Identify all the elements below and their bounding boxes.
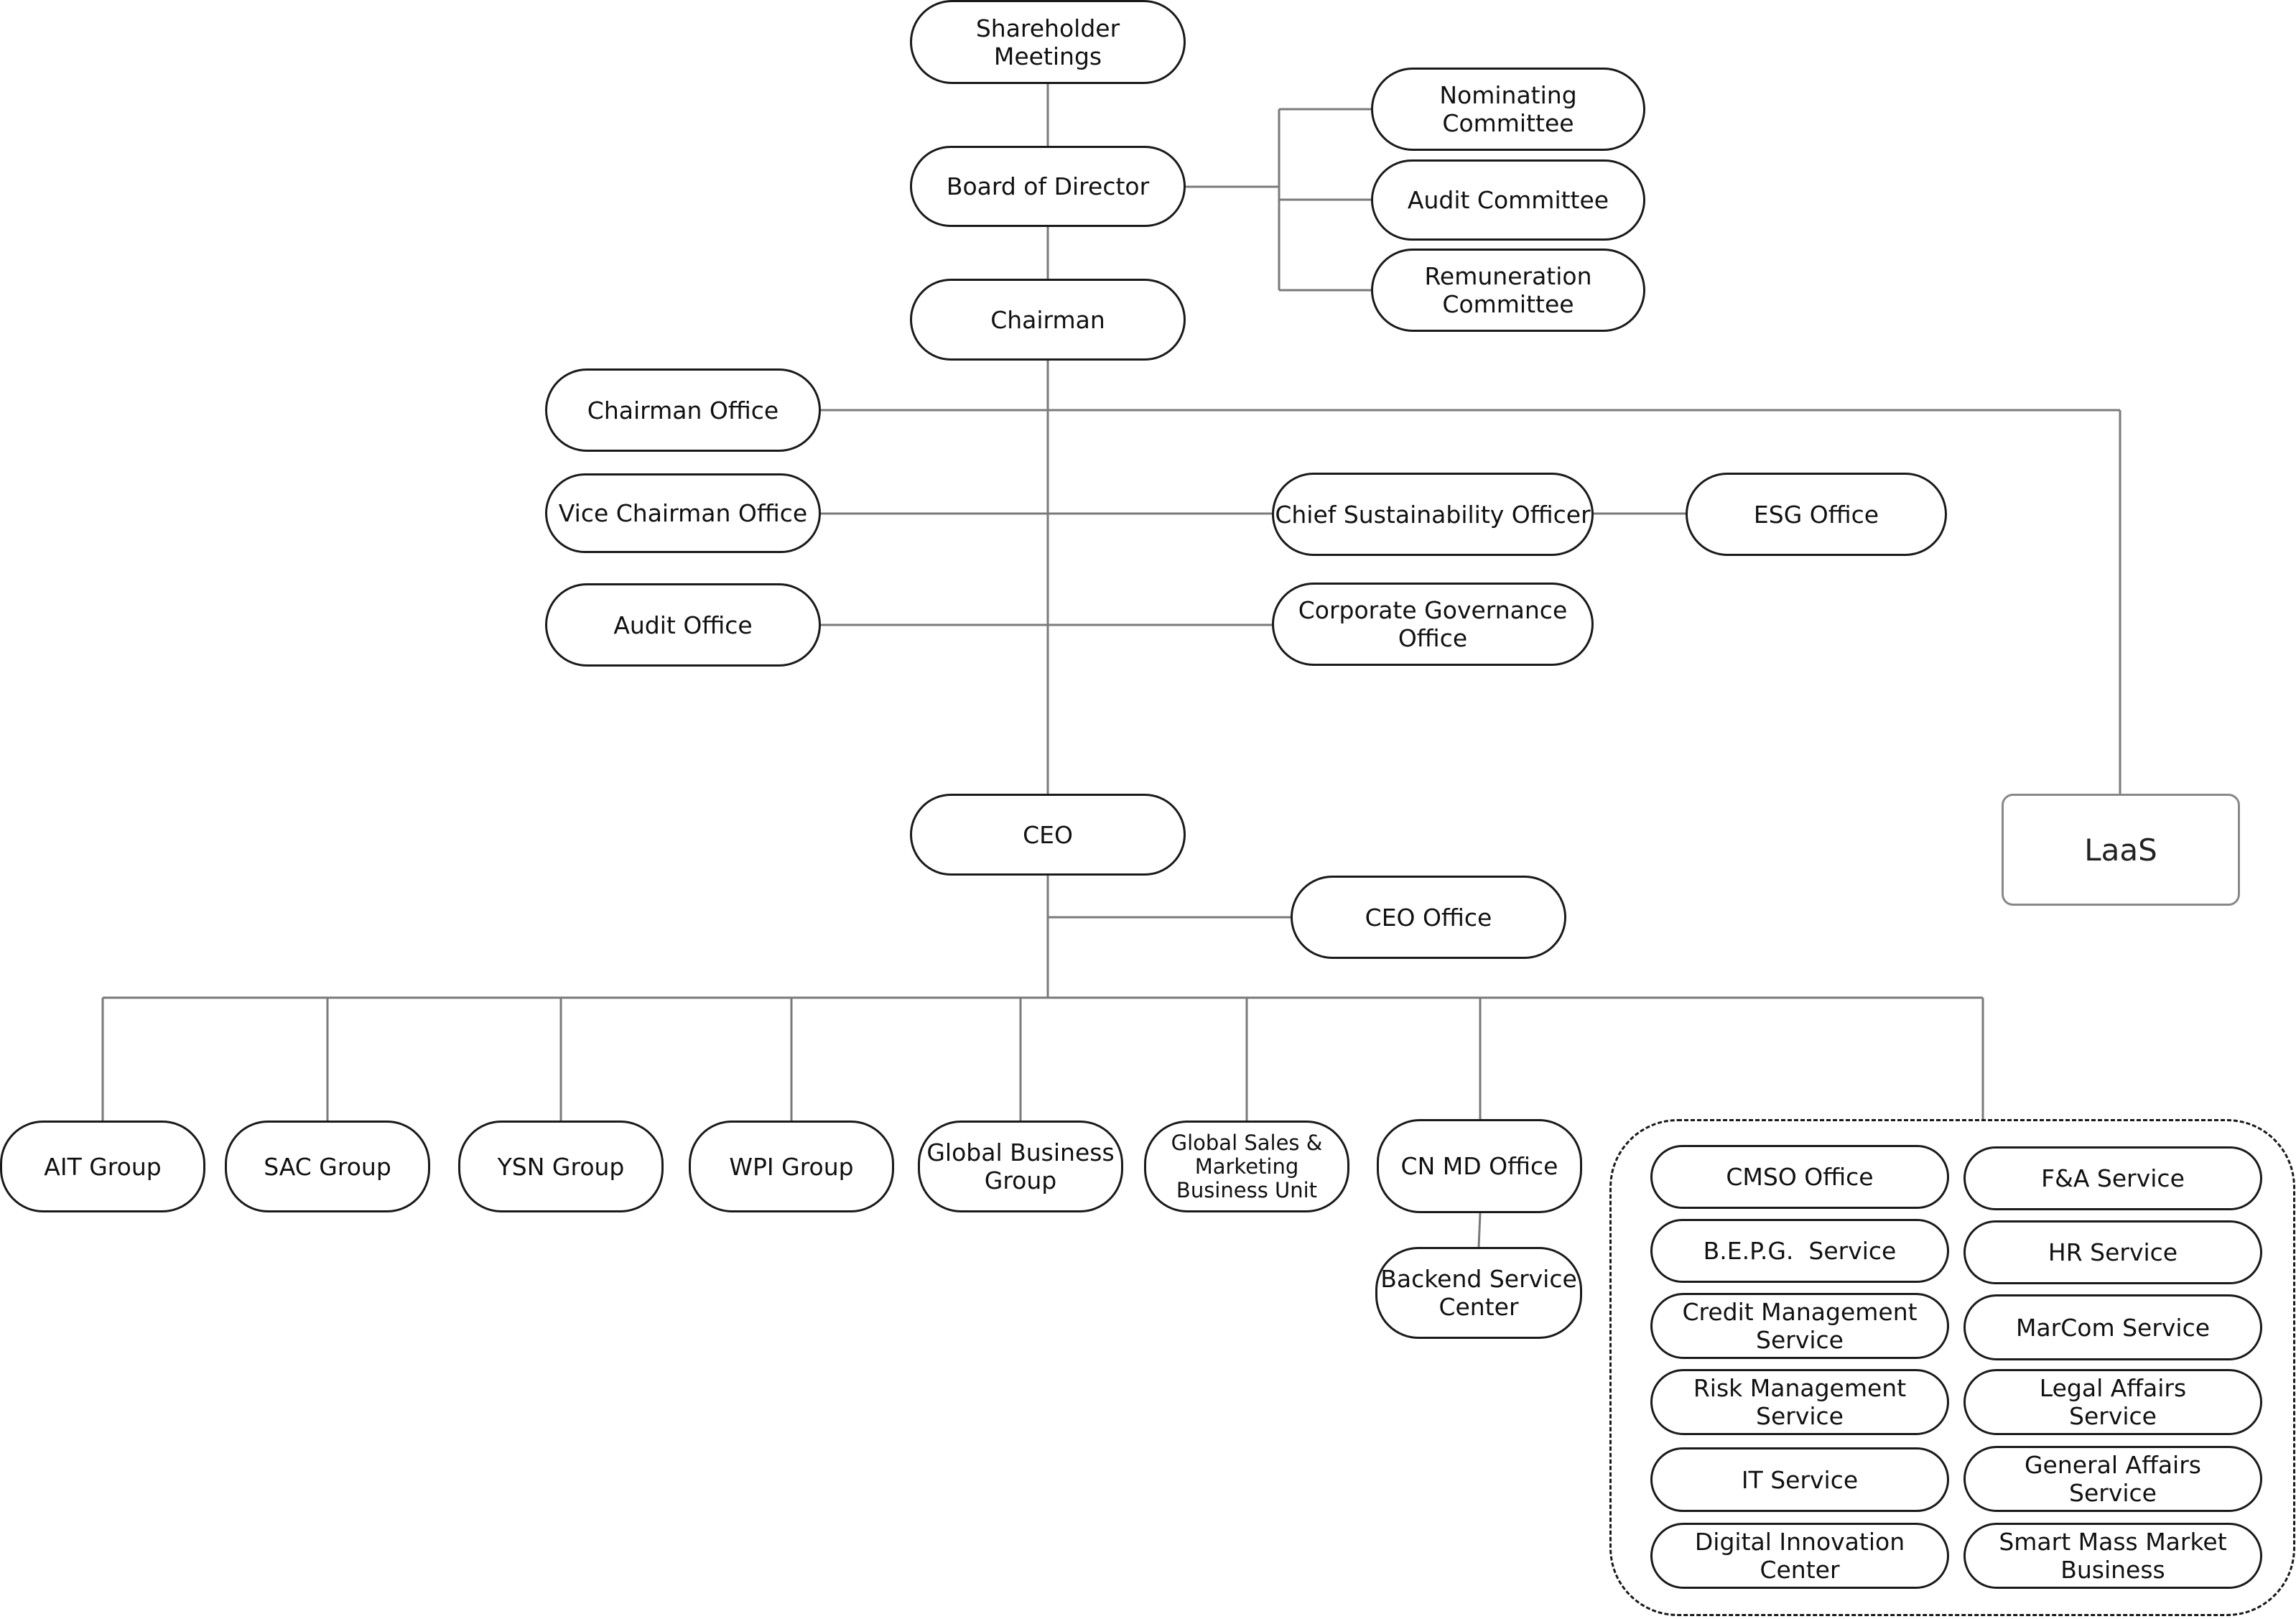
smart-label-line2: Business [2060, 1556, 2165, 1584]
audit-office-box: Audit Office [545, 583, 821, 667]
audit-committee-label: Audit Committee [1407, 186, 1609, 214]
shareholder-label-line2: Meetings [993, 42, 1102, 70]
digital-label-line2: Center [1760, 1556, 1840, 1584]
chairman-label: Chairman [990, 305, 1105, 334]
digital-label-line1: Digital Innovation [1694, 1528, 1905, 1556]
nominating-committee-box: Nominating Committee [1371, 68, 1645, 151]
hr-service-label: HR Service [2048, 1238, 2178, 1266]
global-sales-label-line1: Global Sales & [1171, 1130, 1323, 1155]
fa-service-box: F&A Service [1963, 1146, 2262, 1210]
ait-group-label: AIT Group [44, 1152, 162, 1181]
cmso-office-box: CMSO Office [1650, 1145, 1949, 1209]
general-label-line1: General Affairs [2024, 1451, 2201, 1479]
chairman-office-box: Chairman Office [545, 368, 821, 452]
ceo-office-label: CEO Office [1365, 903, 1492, 932]
chief-sustainability-officer-label: Chief Sustainability Officer [1275, 500, 1591, 529]
esg-office-box: ESG Office [1686, 473, 1947, 556]
marcom-service-label: MarCom Service [2015, 1313, 2211, 1342]
esg-office-label: ESG Office [1753, 500, 1879, 529]
general-label-line2: Service [2069, 1479, 2157, 1507]
it-service-label: IT Service [1741, 1465, 1859, 1494]
bepg-service-box: B.E.P.G. Service [1650, 1219, 1949, 1283]
ait-group-box: AIT Group [0, 1121, 205, 1212]
ceo-box: CEO [910, 794, 1186, 876]
audit-committee-box: Audit Committee [1371, 159, 1645, 241]
global-sales-label-line3: Business Unit [1176, 1177, 1318, 1202]
cn-md-office-label: CN MD Office [1400, 1152, 1558, 1180]
marcom-service-box: MarCom Service [1963, 1294, 2262, 1360]
remuneration-label-line1: Remuneration [1424, 262, 1592, 290]
nominating-committee-label: Nominating Committee [1439, 81, 1577, 137]
it-service-box: IT Service [1650, 1447, 1949, 1512]
shareholder-label-line1: Shareholder [975, 14, 1120, 42]
backend-label-line2: Center [1439, 1293, 1519, 1321]
wpi-group-box: WPI Group [689, 1121, 894, 1212]
fa-service-label: F&A Service [2041, 1164, 2185, 1192]
remuneration-label-line2: Committee [1442, 290, 1574, 318]
global-business-label-line1: Global Business [926, 1138, 1115, 1166]
corporate-governance-label-line2: Office [1398, 624, 1468, 652]
corporate-governance-label-line1: Corporate Governance [1298, 596, 1568, 624]
credit-label-line2: Service [1756, 1326, 1844, 1354]
laas-box: LaaS [2002, 794, 2240, 906]
cn-md-office-box: CN MD Office [1377, 1119, 1582, 1213]
global-business-label-line2: Group [984, 1166, 1057, 1194]
risk-label-line1: Risk Management [1693, 1374, 1907, 1402]
vice-chairman-office-label: Vice Chairman Office [558, 499, 808, 527]
hr-service-box: HR Service [1963, 1220, 2262, 1284]
laas-label: LaaS [2084, 832, 2157, 868]
ceo-label: CEO [1023, 820, 1073, 849]
chairman-box: Chairman [910, 279, 1186, 361]
ceo-office-box: CEO Office [1291, 876, 1566, 959]
wpi-group-label: WPI Group [729, 1152, 854, 1181]
global-sales-label-line2: Marketing [1194, 1154, 1299, 1179]
bepg-service-label: B.E.P.G. Service [1703, 1237, 1897, 1265]
legal-label-line2: Service [2069, 1402, 2157, 1430]
board-of-director-label: Board of Director [946, 172, 1150, 200]
backend-label-line1: Backend Service [1380, 1265, 1577, 1293]
services-group-container [1609, 1119, 2295, 1616]
board-of-director-box: Board of Director [910, 146, 1186, 227]
ysn-group-label: YSN Group [497, 1152, 625, 1181]
cmso-office-label: CMSO Office [1726, 1163, 1874, 1191]
credit-label-line1: Credit Management [1682, 1298, 1918, 1326]
sac-group-label: SAC Group [264, 1152, 391, 1181]
smart-label-line1: Smart Mass Market [1999, 1528, 2227, 1556]
audit-office-label: Audit Office [613, 611, 753, 639]
ysn-group-box: YSN Group [458, 1121, 664, 1212]
vice-chairman-office-box: Vice Chairman Office [545, 473, 821, 553]
chief-sustainability-officer-box: Chief Sustainability Officer [1272, 473, 1594, 556]
legal-label-line1: Legal Affairs [2039, 1374, 2187, 1402]
chairman-office-label: Chairman Office [587, 396, 779, 425]
risk-label-line2: Service [1756, 1402, 1844, 1430]
sac-group-box: SAC Group [225, 1121, 430, 1212]
